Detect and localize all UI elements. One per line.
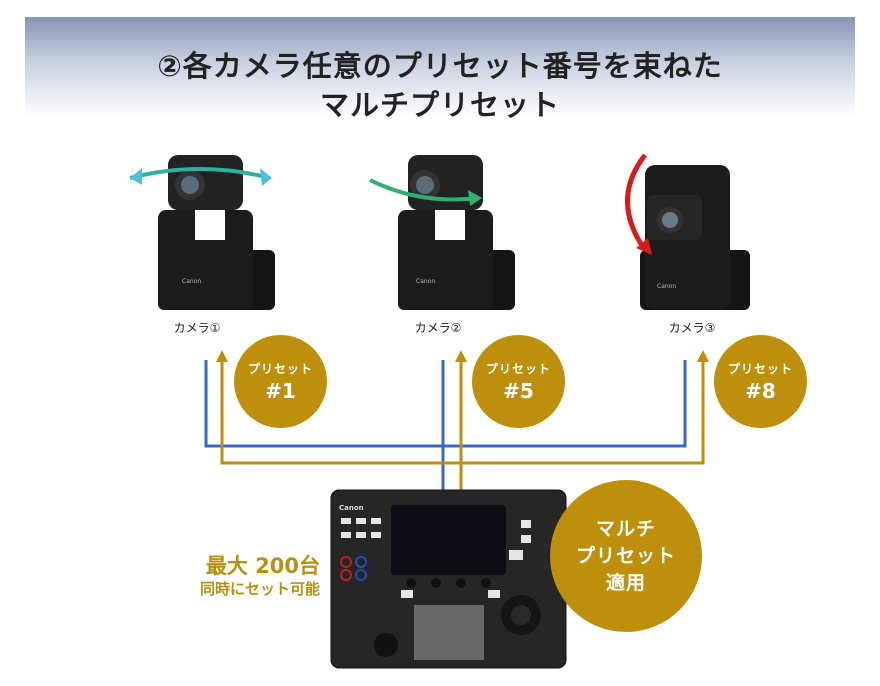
preset-badge-3: プリセット #8 <box>714 335 807 428</box>
remote-controller: Canon <box>330 489 567 669</box>
gold-signal-lines <box>220 360 705 492</box>
preset-label: プリセット <box>247 362 313 376</box>
capacity-note-line-2: 同時にセット可能 <box>199 580 320 598</box>
apply-line-2: プリセット <box>575 544 676 567</box>
camera-1-label: カメラ① <box>173 321 221 335</box>
pan-arrow-1 <box>129 167 271 180</box>
preset-label: プリセット <box>727 362 793 376</box>
preset-badge-2: プリセット #5 <box>472 335 565 428</box>
controller-screen <box>391 505 506 575</box>
tilt-arrow-3 <box>625 153 648 252</box>
apply-line-3: 適用 <box>605 571 646 594</box>
preset-number: #5 <box>503 379 534 403</box>
title-banner <box>25 17 855 117</box>
camera-2-label: カメラ② <box>414 321 462 335</box>
preset-label: プリセット <box>485 362 551 376</box>
capacity-note: 最大 200台 同時にセット可能 <box>140 553 320 599</box>
multi-preset-apply-badge: マルチ プリセット 適用 <box>550 480 702 632</box>
ptz-camera-1: Canon <box>158 155 275 310</box>
page-title: ②各カメラ任意のプリセット番号を束ねた マルチプリセット <box>0 47 880 125</box>
preset-number: #1 <box>265 379 296 403</box>
svg-text:Canon: Canon <box>182 278 201 285</box>
title-line-2: マルチプリセット <box>319 88 560 122</box>
preset-badge-1: プリセット #1 <box>234 335 327 428</box>
pan-arrow-2 <box>369 178 479 202</box>
capacity-note-line-1: 最大 200台 <box>205 554 320 578</box>
blue-signal-lines <box>204 360 687 492</box>
arrow-heads <box>216 350 709 362</box>
controller-brand-logo: Canon <box>339 504 364 512</box>
title-line-1: ②各カメラ任意のプリセット番号を束ねた <box>157 49 723 83</box>
svg-text:Canon: Canon <box>657 283 676 290</box>
svg-text:Canon: Canon <box>416 278 435 285</box>
camera-3-label: カメラ③ <box>668 321 716 335</box>
preset-number: #8 <box>745 379 776 403</box>
apply-line-1: マルチ <box>595 517 656 540</box>
ptz-camera-2: Canon <box>398 155 515 310</box>
ptz-camera-3: Canon <box>640 165 750 310</box>
